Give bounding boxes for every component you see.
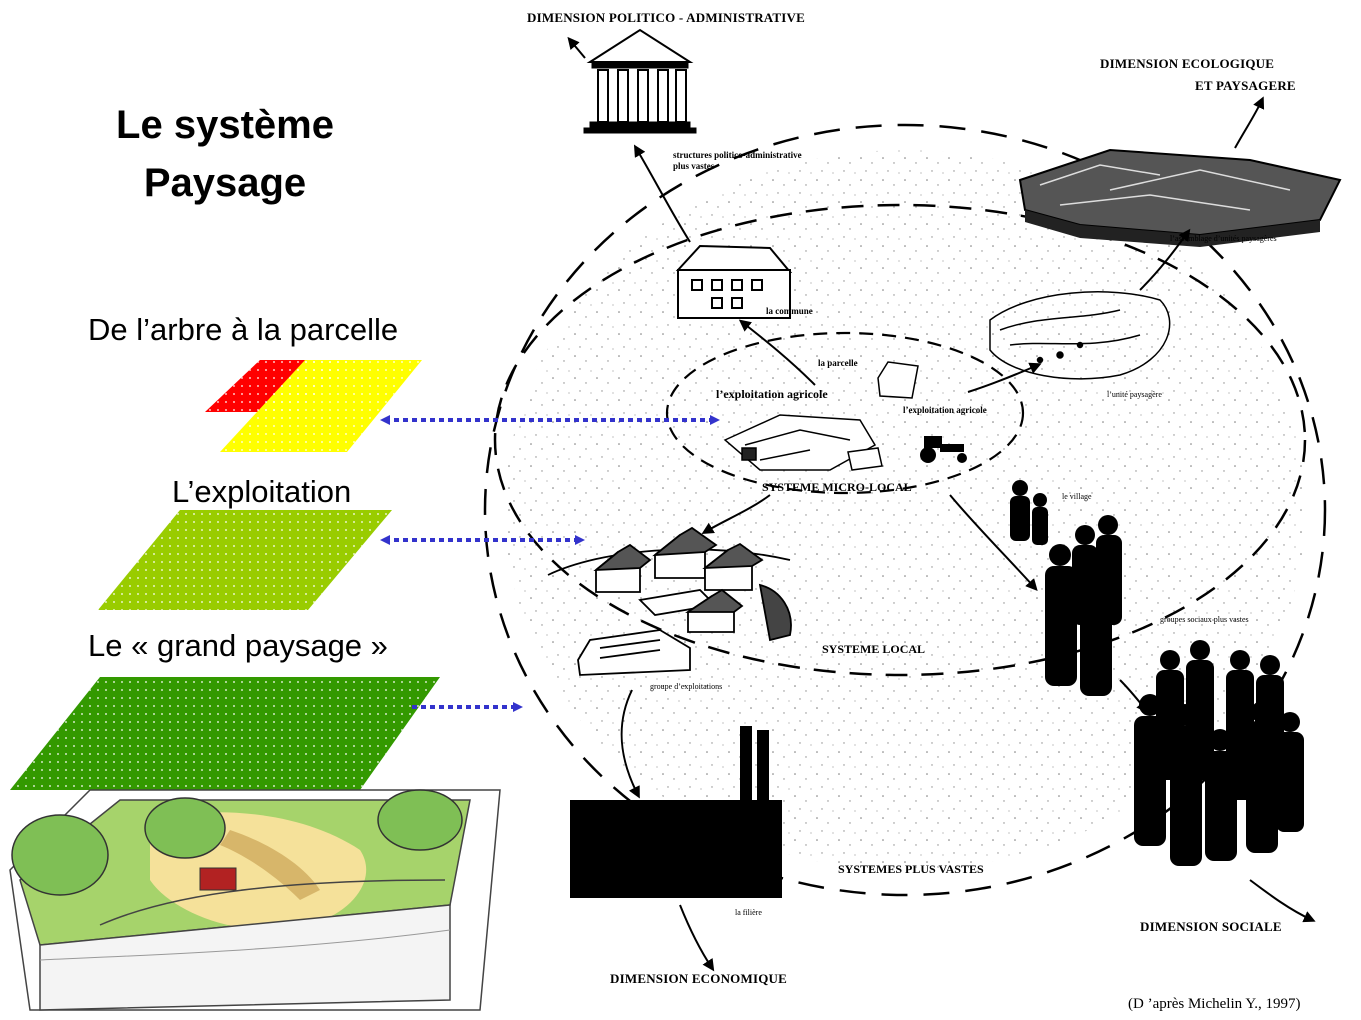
- exploitation-label: l’exploitation agricole: [716, 387, 828, 401]
- dimension-economique-label: DIMENSION ECONOMIQUE: [610, 971, 787, 986]
- dimension-ecologique-label-1: DIMENSION ECOLOGIQUE: [1100, 56, 1275, 71]
- source-credit: (D ’après Michelin Y., 1997): [1128, 996, 1301, 1012]
- layer-tree-to-plot: [205, 360, 422, 452]
- title-line-2: Paysage: [143, 161, 307, 205]
- village-label: le village: [1062, 492, 1092, 501]
- system-plus-vastes-label: SYSTEMES PLUS VASTES: [838, 862, 984, 876]
- arrow-exploitation-to-commune: [738, 319, 816, 386]
- level-label-parcelle: De l’arbre à la parcelle: [88, 312, 399, 347]
- arrow-to-politico: [567, 36, 586, 59]
- arrow-to-ecologique: [1234, 96, 1265, 149]
- tractor-icon: [920, 436, 967, 463]
- temple-icon: [583, 28, 697, 134]
- unite-label: l’unité paysagère: [1107, 390, 1162, 399]
- dimension-politico-label: DIMENSION POLITICO - ADMINISTRATIVE: [527, 10, 805, 25]
- local-system-ellipse: [493, 203, 1307, 677]
- arrow-village-to-groupes: [1119, 679, 1149, 714]
- arrow-to-economique: [679, 904, 715, 972]
- groupes-sociaux-label: groupes sociaux plus vastes: [1160, 615, 1249, 624]
- landscape-unit-icon: [989, 291, 1171, 380]
- layer-grand-paysage: [10, 677, 440, 790]
- factory-icon: [570, 726, 782, 898]
- dimension-sociale-label: DIMENSION SOCIALE: [1140, 919, 1282, 934]
- filiere-label: la filière: [735, 908, 762, 917]
- commune-building-icon: [675, 244, 793, 319]
- level-label-grand-paysage: Le « grand paysage »: [88, 628, 388, 663]
- level-label-exploitation: L’exploitation: [172, 474, 352, 509]
- parcelle-icon: [877, 361, 919, 399]
- groupe-exploitations-label: groupe d’exploitations: [650, 682, 723, 691]
- micro-local-system-ellipse: [665, 331, 1025, 495]
- exploitation-small-label: l’exploitation agricole: [903, 405, 987, 415]
- arrow-local-to-factory: [620, 689, 640, 799]
- commune-label: la commune: [766, 306, 813, 316]
- structures-label-1: structures politico-administrative: [673, 150, 802, 160]
- page-title: Le système Paysage: [60, 96, 390, 212]
- block-landscape-illustration: [9, 789, 501, 1011]
- system-micro-local-label: SYSTEME MICRO-LOCAL: [762, 480, 912, 494]
- system-local-label: SYSTEME LOCAL: [822, 642, 926, 656]
- scale-link-arrows: [380, 415, 720, 712]
- title-line-1: Le système: [116, 103, 334, 147]
- dimension-ecologique-label-2: ET PAYSAGERE: [1195, 78, 1296, 93]
- arrow-unite-to-assemblage: [1139, 228, 1191, 291]
- assemblage-label: l’assemblage d’unités paysagères: [1170, 234, 1277, 243]
- arrow-micro-to-local: [701, 494, 771, 535]
- village-houses-icon: [547, 526, 792, 676]
- farm-fields-icon: [723, 414, 883, 471]
- landscape-assemblage-icon: [1018, 148, 1342, 247]
- arrow-to-sociale: [1249, 879, 1316, 923]
- arrow-commune-to-structures: [633, 144, 691, 243]
- relation-arrows: [567, 36, 1316, 972]
- outer-system-ellipse: [483, 123, 1327, 897]
- structures-label-2: plus vastes: [673, 161, 715, 171]
- people-silhouettes-icon: [1010, 480, 1304, 866]
- parcelle-label: la parcelle: [818, 358, 858, 368]
- layer-exploitation: [98, 510, 392, 610]
- arrow-exploitation-to-unite: [967, 362, 1042, 393]
- arrow-micro-to-village: [949, 494, 1038, 591]
